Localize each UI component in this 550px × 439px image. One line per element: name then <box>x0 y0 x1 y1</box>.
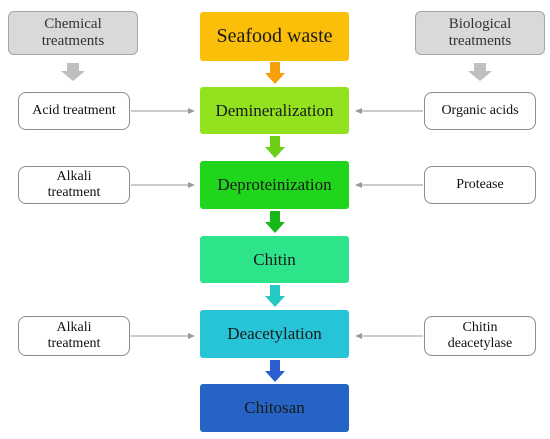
step-seafood-waste: Seafood waste <box>200 12 349 61</box>
step-demineralization: Demineralization <box>200 87 349 134</box>
chitin-deacetylase-box: Chitin deacetylase <box>424 316 536 356</box>
flow-arrow-1 <box>265 62 285 84</box>
step-deproteinization: Deproteinization <box>200 161 349 209</box>
chemical-treatments-header: Chemical treatments <box>8 11 138 55</box>
step-chitosan: Chitosan <box>200 384 349 432</box>
alkali-treatment-deproteinization-box: Alkali treatment <box>18 166 130 204</box>
flow-arrow-5 <box>265 360 285 382</box>
flow-arrow-3 <box>265 211 285 233</box>
organic-acids-box: Organic acids <box>424 92 536 130</box>
step-deacetylation: Deacetylation <box>200 310 349 358</box>
chemical-down-arrow <box>61 63 85 81</box>
biological-down-arrow <box>468 63 492 81</box>
biological-treatments-header: Biological treatments <box>415 11 545 55</box>
alkali-treatment-deacetylation-box: Alkali treatment <box>18 316 130 356</box>
protease-box: Protease <box>424 166 536 204</box>
step-chitin: Chitin <box>200 236 349 283</box>
acid-treatment-box: Acid treatment <box>18 92 130 130</box>
flow-arrow-2 <box>265 136 285 158</box>
flow-arrow-4 <box>265 285 285 307</box>
